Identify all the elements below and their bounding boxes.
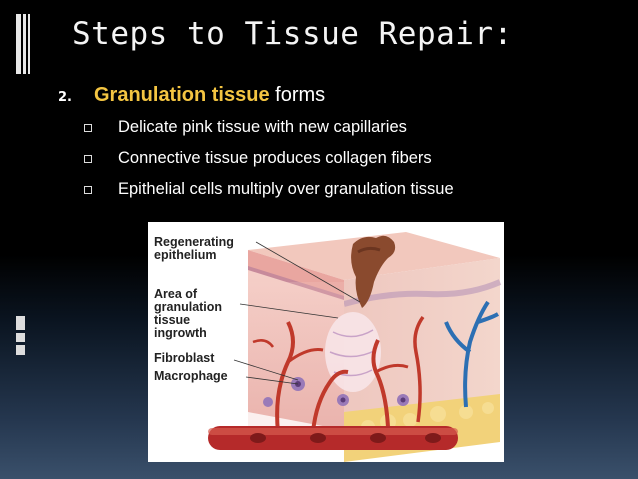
square-bullet-icon — [84, 186, 92, 194]
square-bullet-icon — [84, 124, 92, 132]
tissue-cross-section-drawing — [208, 232, 502, 462]
numbered-point: 2. Granulation tissue forms — [58, 84, 325, 107]
bullet-item: Delicate pink tissue with new capillarie… — [82, 118, 454, 149]
bullet-text: Epithelial cells multiply over granulati… — [118, 180, 454, 198]
label-regenerating-epithelium: Regenerating epithelium — [154, 235, 234, 262]
decorative-bars-top — [16, 14, 30, 74]
square-bullet-icon — [84, 155, 92, 163]
decorative-bars-middle — [16, 316, 26, 356]
label-macrophage: Macrophage — [154, 369, 228, 383]
macrophage-cell — [263, 397, 273, 407]
slide-title: Steps to Tissue Repair: — [72, 16, 513, 52]
vein — [444, 300, 500, 408]
step-rest: forms — [269, 84, 326, 106]
bullet-text: Delicate pink tissue with new capillarie… — [118, 118, 407, 136]
step-highlight: Granulation tissue — [93, 84, 270, 106]
wound-scab — [351, 235, 396, 308]
label-granulation-tissue: Area of granulation tissue ingrowth — [154, 287, 223, 340]
step-number: 2. — [58, 90, 72, 105]
bullet-text: Connective tissue produces collagen fibe… — [118, 149, 432, 167]
bullet-item: Epithelial cells multiply over granulati… — [82, 180, 454, 211]
bullet-item: Connective tissue produces collagen fibe… — [82, 149, 454, 180]
label-fibroblast: Fibroblast — [154, 351, 215, 365]
bullet-list: Delicate pink tissue with new capillarie… — [82, 118, 454, 211]
tissue-repair-illustration: Regenerating epithelium Area of granulat… — [148, 222, 504, 462]
